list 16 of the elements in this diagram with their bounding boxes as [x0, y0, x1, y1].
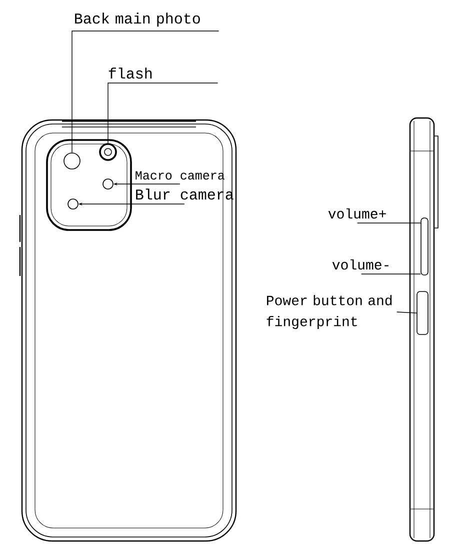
leader-line — [356, 222, 421, 224]
camera-lens — [102, 178, 114, 190]
callout-label: Back main photo — [75, 12, 200, 27]
camera-lens — [68, 198, 78, 210]
camera-lens — [64, 152, 80, 170]
callout-label: volume- — [332, 259, 388, 270]
side-button — [416, 291, 428, 335]
callout-label: Power button and fingerprint — [266, 294, 392, 330]
leader-line — [108, 82, 218, 144]
callout-label: flash — [108, 68, 152, 79]
leader-line — [396, 312, 417, 314]
camera-lens — [99, 143, 117, 161]
leader-line — [72, 30, 220, 153]
callout-label: volume+ — [328, 208, 386, 219]
side-button — [420, 218, 428, 276]
callout-label: Macro camera — [136, 171, 224, 180]
